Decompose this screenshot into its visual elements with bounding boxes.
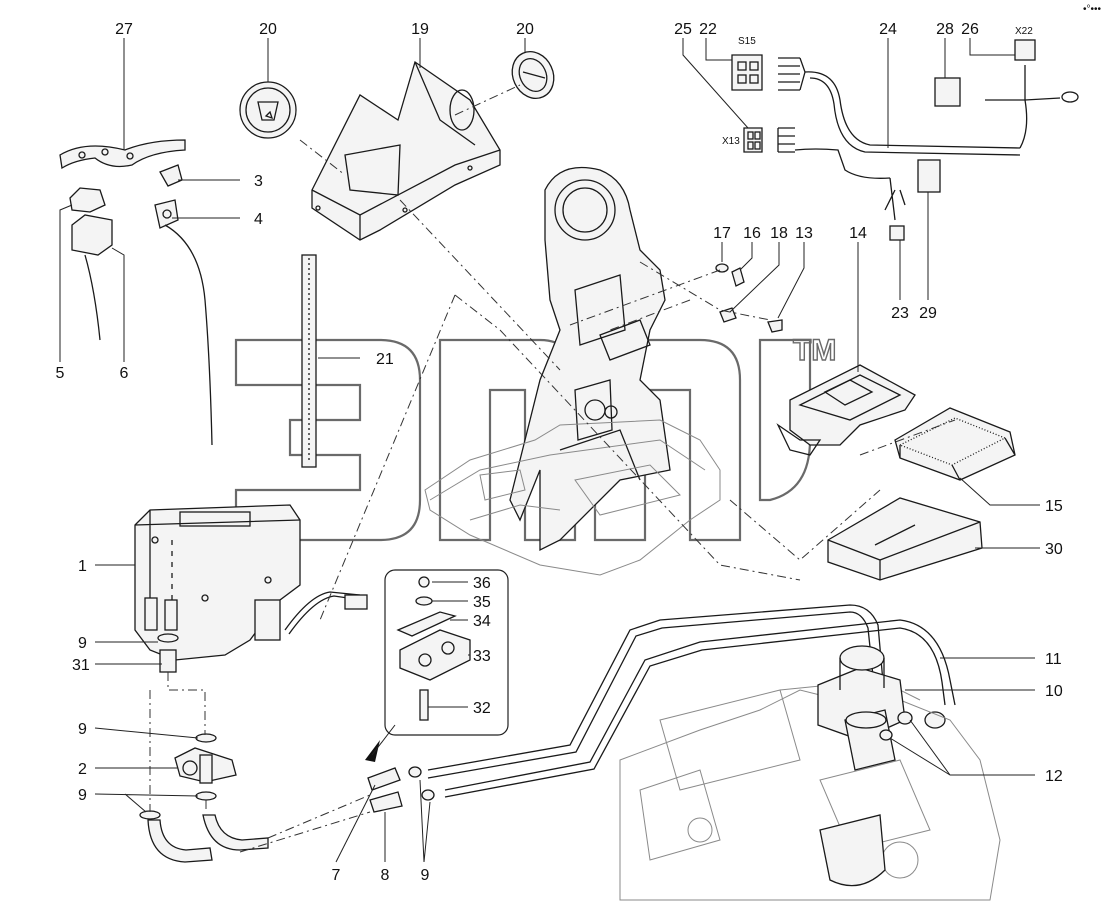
callout-16: 16 <box>743 225 761 242</box>
callout-28: 28 <box>936 21 954 38</box>
callout-5: 5 <box>56 365 65 382</box>
callout-20-left: 20 <box>259 21 277 38</box>
callout-22: 22 <box>699 21 717 38</box>
connector-s15-label: S15 <box>738 36 756 47</box>
callout-7: 7 <box>332 867 341 884</box>
leader-lines <box>59 38 1040 863</box>
filter-pad-30 <box>827 497 983 581</box>
callout-21: 21 <box>376 351 394 368</box>
gauges-20 <box>239 51 555 139</box>
callout-20-right: 20 <box>516 21 534 38</box>
callout-33: 33 <box>473 648 491 665</box>
connector-x13-label: X13 <box>722 136 740 147</box>
callout-30: 30 <box>1045 541 1063 558</box>
callout-1: 1 <box>78 558 87 575</box>
callout-10: 10 <box>1045 683 1063 700</box>
instrument-housing-19 <box>311 60 501 241</box>
callout-31: 31 <box>72 657 90 674</box>
callout-13: 13 <box>795 225 813 242</box>
relation-lines <box>149 84 956 853</box>
floor-platform <box>424 419 721 576</box>
callout-27: 27 <box>115 21 133 38</box>
clamp-inset <box>365 569 509 762</box>
callout-19: 19 <box>411 21 429 38</box>
corner-mark: •°••• <box>1083 4 1102 15</box>
callout-29: 29 <box>919 305 937 322</box>
callout-11: 11 <box>1045 651 1062 668</box>
callout-23: 23 <box>891 305 909 322</box>
wiring-harness-24 <box>731 39 1079 241</box>
callout-18: 18 <box>770 225 788 242</box>
cabin-filter-15 <box>894 407 1016 481</box>
callout-32: 32 <box>473 700 491 717</box>
callout-6: 6 <box>120 365 129 382</box>
callout-35: 35 <box>473 594 491 611</box>
callout-15: 15 <box>1045 498 1063 515</box>
seal-strip-21 <box>301 254 317 468</box>
engine <box>619 645 1001 901</box>
callout-24: 24 <box>879 21 897 38</box>
hoses-and-pipes <box>367 604 956 813</box>
callout-34: 34 <box>473 613 491 630</box>
callout-8: 8 <box>381 867 390 884</box>
switch-parts <box>59 139 213 446</box>
heater-unit <box>134 504 368 661</box>
callout-14: 14 <box>849 225 867 242</box>
connector-labels: S15 X13 X22 •°••• <box>722 4 1102 147</box>
callout-9-bottom: 9 <box>421 867 430 884</box>
connector-x22-label: X22 <box>1015 26 1033 37</box>
callout-9-top: 9 <box>78 635 87 652</box>
callout-17: 17 <box>713 225 731 242</box>
fasteners <box>715 263 783 333</box>
callout-25: 25 <box>674 21 692 38</box>
callout-9-mid: 9 <box>78 721 87 738</box>
console-frame <box>509 166 671 552</box>
callout-4: 4 <box>254 211 263 228</box>
bracket-14 <box>776 364 916 456</box>
callout-2: 2 <box>78 761 87 778</box>
watermark-tm: TM <box>793 334 836 367</box>
callout-numbers: 27 20 19 20 25 22 24 28 26 3 4 17 16 18 … <box>56 21 1063 884</box>
valve-assembly <box>139 633 269 863</box>
callout-36: 36 <box>473 575 491 592</box>
callout-12: 12 <box>1045 768 1063 785</box>
callout-26: 26 <box>961 21 979 38</box>
callout-9-low: 9 <box>78 787 87 804</box>
callout-3: 3 <box>254 173 263 190</box>
